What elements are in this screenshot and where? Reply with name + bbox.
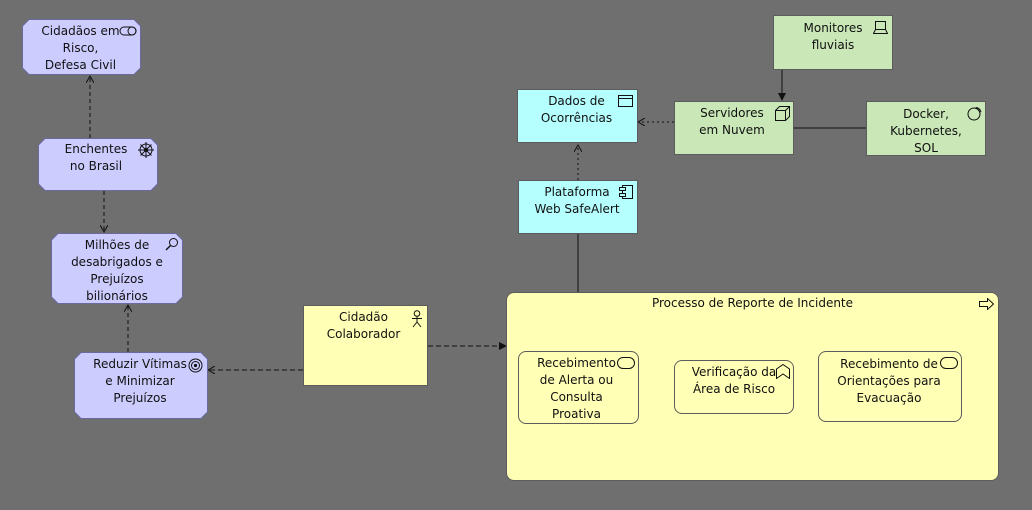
plataforma-label: Plataforma Web SafeAlert — [534, 185, 620, 216]
actor-cidadao-colaborador[interactable]: Cidadão Colaborador — [303, 305, 428, 386]
processo-label: Processo de Reporte de Incidente — [651, 296, 854, 310]
node-icon — [775, 106, 790, 121]
goal-icon — [188, 358, 203, 373]
function-icon — [776, 364, 790, 379]
goal-reduzir[interactable]: Reduzir Vítimas e Minimizar Prejuízos — [74, 352, 208, 419]
reduzir-label: Reduzir Vítimas e Minimizar Prejuízos — [93, 357, 187, 405]
assessment-milhoes[interactable]: Milhões de desabrigados e Prejuízos bili… — [51, 233, 183, 304]
component-icon — [619, 185, 633, 199]
stakeholder-cidadaos[interactable]: Cidadãos em Risco, Defesa Civil — [22, 19, 141, 75]
system-software-docker[interactable]: Docker, Kubernetes, SOL — [866, 101, 986, 156]
servidores-label: Servidores em Nuvem — [699, 106, 765, 137]
device-icon — [873, 21, 888, 34]
cidadaos-label: Cidadãos em Risco, Defesa Civil — [41, 24, 120, 72]
data-object-icon — [618, 95, 633, 107]
octagon-shape — [38, 138, 158, 191]
driver-enchentes[interactable]: Enchentes no Brasil — [38, 138, 158, 191]
dados-label: Dados de Ocorrências — [540, 94, 613, 125]
device-monitores[interactable]: Monitores fluviais — [773, 15, 893, 70]
octagon-shape — [51, 233, 183, 304]
monitores-label: Monitores fluviais — [803, 21, 863, 52]
docker-label: Docker, Kubernetes, SOL — [890, 107, 962, 155]
service-icon — [940, 357, 958, 369]
enchentes-label: Enchentes no Brasil — [64, 142, 128, 173]
stakeholder-icon — [119, 26, 137, 36]
octagon-shape — [22, 19, 141, 75]
cidadao-colaborador-label: Cidadão Colaborador — [326, 310, 401, 341]
application-component-plataforma[interactable]: Plataforma Web SafeAlert — [518, 180, 638, 234]
milhoes-label: Milhões de desabrigados e Prejuízos bili… — [71, 238, 163, 303]
process-icon — [979, 298, 994, 310]
verificacao-label: Verificação da Área de Risco — [691, 365, 777, 396]
data-object-dados[interactable]: Dados de Ocorrências — [517, 89, 638, 143]
event-recebimento-alerta[interactable]: Recebimento de Alerta ou Consulta Proati… — [518, 351, 639, 424]
node-servidores[interactable]: Servidores em Nuvem — [674, 101, 794, 155]
service-icon — [617, 357, 635, 369]
system-software-icon — [967, 107, 982, 121]
driver-icon — [138, 142, 154, 158]
function-verificacao[interactable]: Verificação da Área de Risco — [674, 360, 794, 414]
recebimento-orientacoes-label: Recebimento de Orientações para Evacuaçã… — [837, 357, 941, 405]
octagon-shape — [74, 352, 208, 419]
service-recebimento-orientacoes[interactable]: Recebimento de Orientações para Evacuaçã… — [818, 351, 962, 422]
assessment-icon — [165, 238, 178, 251]
recebimento-alerta-label: Recebimento de Alerta ou Consulta Proati… — [537, 356, 616, 421]
actor-icon — [412, 310, 422, 328]
